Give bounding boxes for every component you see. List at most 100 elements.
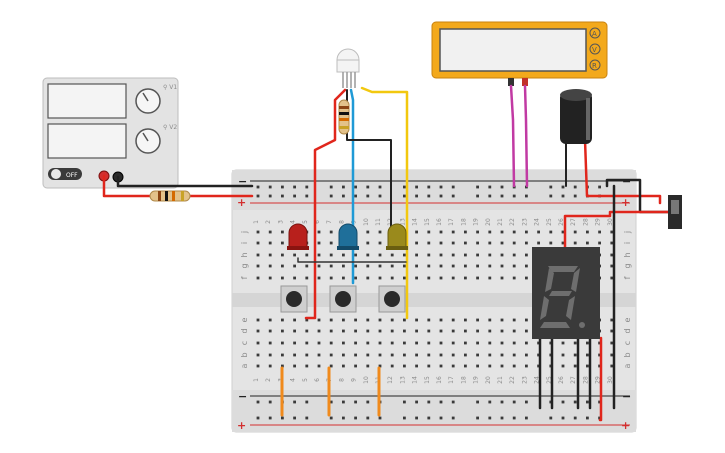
terminal-hole[interactable] (464, 253, 467, 257)
rail-hole[interactable] (439, 416, 443, 420)
terminal-hole[interactable] (256, 353, 260, 357)
rail-hole[interactable] (378, 416, 382, 420)
terminal-hole[interactable] (500, 329, 504, 333)
terminal-hole[interactable] (439, 230, 443, 234)
terminal-hole[interactable] (390, 364, 394, 368)
rail-hole[interactable] (366, 416, 370, 420)
rail-hole[interactable] (305, 400, 309, 404)
power-switch-icon[interactable]: OFF (48, 168, 82, 180)
rail-hole[interactable] (573, 185, 577, 189)
terminal-hole[interactable] (488, 353, 492, 357)
wire-rgb-red[interactable] (304, 88, 347, 320)
terminal-hole[interactable] (464, 230, 467, 234)
terminal-hole[interactable] (268, 318, 272, 322)
rail-hole[interactable] (342, 400, 345, 404)
terminal-hole[interactable] (415, 353, 418, 357)
terminal-hole[interactable] (293, 276, 296, 280)
terminal-hole[interactable] (525, 341, 528, 345)
dial-icon[interactable] (135, 88, 161, 114)
terminal-hole[interactable] (500, 318, 504, 322)
rail-hole[interactable] (439, 185, 443, 189)
terminal-hole[interactable] (256, 230, 260, 234)
terminal-hole[interactable] (305, 341, 309, 345)
terminal-hole[interactable] (537, 341, 540, 345)
rail-hole[interactable] (427, 400, 431, 404)
terminal-hole[interactable] (512, 264, 516, 268)
terminal-hole[interactable] (451, 276, 455, 280)
terminal-hole[interactable] (439, 353, 443, 357)
rail-hole[interactable] (268, 416, 272, 420)
terminal-hole[interactable] (573, 341, 577, 345)
rail-hole[interactable] (451, 185, 455, 189)
terminal-hole[interactable] (598, 353, 601, 357)
terminal-hole[interactable] (256, 264, 260, 268)
terminal-hole[interactable] (268, 353, 272, 357)
slide-switch-icon[interactable] (668, 195, 682, 229)
rail-hole[interactable] (415, 416, 418, 420)
terminal-hole[interactable] (488, 230, 492, 234)
rail-hole[interactable] (268, 400, 272, 404)
terminal-hole[interactable] (451, 230, 455, 234)
rail-hole[interactable] (366, 194, 370, 198)
rail-hole[interactable] (451, 416, 455, 420)
terminal-hole[interactable] (427, 276, 431, 280)
rail-hole[interactable] (500, 185, 504, 189)
wire-probe-red[interactable] (523, 84, 529, 188)
rail-hole[interactable] (366, 400, 370, 404)
terminal-hole[interactable] (378, 241, 382, 245)
terminal-hole[interactable] (439, 341, 443, 345)
terminal-hole[interactable] (610, 364, 614, 368)
terminal-hole[interactable] (415, 264, 418, 268)
terminal-hole[interactable] (610, 353, 614, 357)
terminal-hole[interactable] (329, 230, 333, 234)
wire-display-5[interactable] (598, 336, 603, 422)
rail-hole[interactable] (305, 194, 309, 198)
rail-hole[interactable] (500, 400, 504, 404)
resistor-icon[interactable] (338, 99, 350, 135)
terminal-hole[interactable] (525, 276, 528, 280)
rail-hole[interactable] (415, 185, 418, 189)
terminal-hole[interactable] (427, 241, 431, 245)
terminal-hole[interactable] (525, 318, 528, 322)
terminal-hole[interactable] (329, 341, 333, 345)
resistor-icon[interactable] (149, 190, 191, 202)
rail-hole[interactable] (525, 400, 528, 404)
terminal-hole[interactable] (598, 241, 601, 245)
rail-hole[interactable] (561, 194, 565, 198)
rail-hole[interactable] (586, 416, 589, 420)
rail-hole[interactable] (281, 416, 284, 420)
probe-black-jack[interactable] (508, 78, 514, 86)
terminal-hole[interactable] (342, 253, 345, 257)
terminal-hole[interactable] (476, 230, 479, 234)
rail-hole[interactable] (549, 416, 553, 420)
probe-red-jack[interactable] (522, 78, 528, 86)
terminal-hole[interactable] (366, 264, 370, 268)
rail-hole[interactable] (256, 400, 260, 404)
terminal-hole[interactable] (281, 264, 284, 268)
terminal-hole[interactable] (293, 353, 296, 357)
terminal-hole[interactable] (354, 276, 357, 280)
terminal-hole[interactable] (512, 230, 516, 234)
terminal-hole[interactable] (268, 341, 272, 345)
terminal-hole[interactable] (464, 364, 467, 368)
rail-hole[interactable] (427, 185, 431, 189)
terminal-hole[interactable] (317, 329, 321, 333)
terminal-hole[interactable] (451, 318, 455, 322)
terminal-hole[interactable] (512, 329, 516, 333)
terminal-hole[interactable] (342, 341, 345, 345)
terminal-hole[interactable] (329, 353, 333, 357)
terminal-hole[interactable] (415, 341, 418, 345)
terminal-hole[interactable] (598, 230, 601, 234)
terminal-hole[interactable] (537, 230, 540, 234)
rail-hole[interactable] (488, 416, 492, 420)
terminal-hole[interactable] (500, 341, 504, 345)
terminal-hole[interactable] (476, 276, 479, 280)
rail-hole[interactable] (488, 194, 492, 198)
rail-hole[interactable] (561, 400, 565, 404)
terminal-hole[interactable] (476, 329, 479, 333)
rail-hole[interactable] (378, 194, 382, 198)
rail-hole[interactable] (403, 416, 406, 420)
terminal-hole[interactable] (573, 230, 577, 234)
rail-hole[interactable] (329, 194, 333, 198)
terminal-hole[interactable] (464, 318, 467, 322)
